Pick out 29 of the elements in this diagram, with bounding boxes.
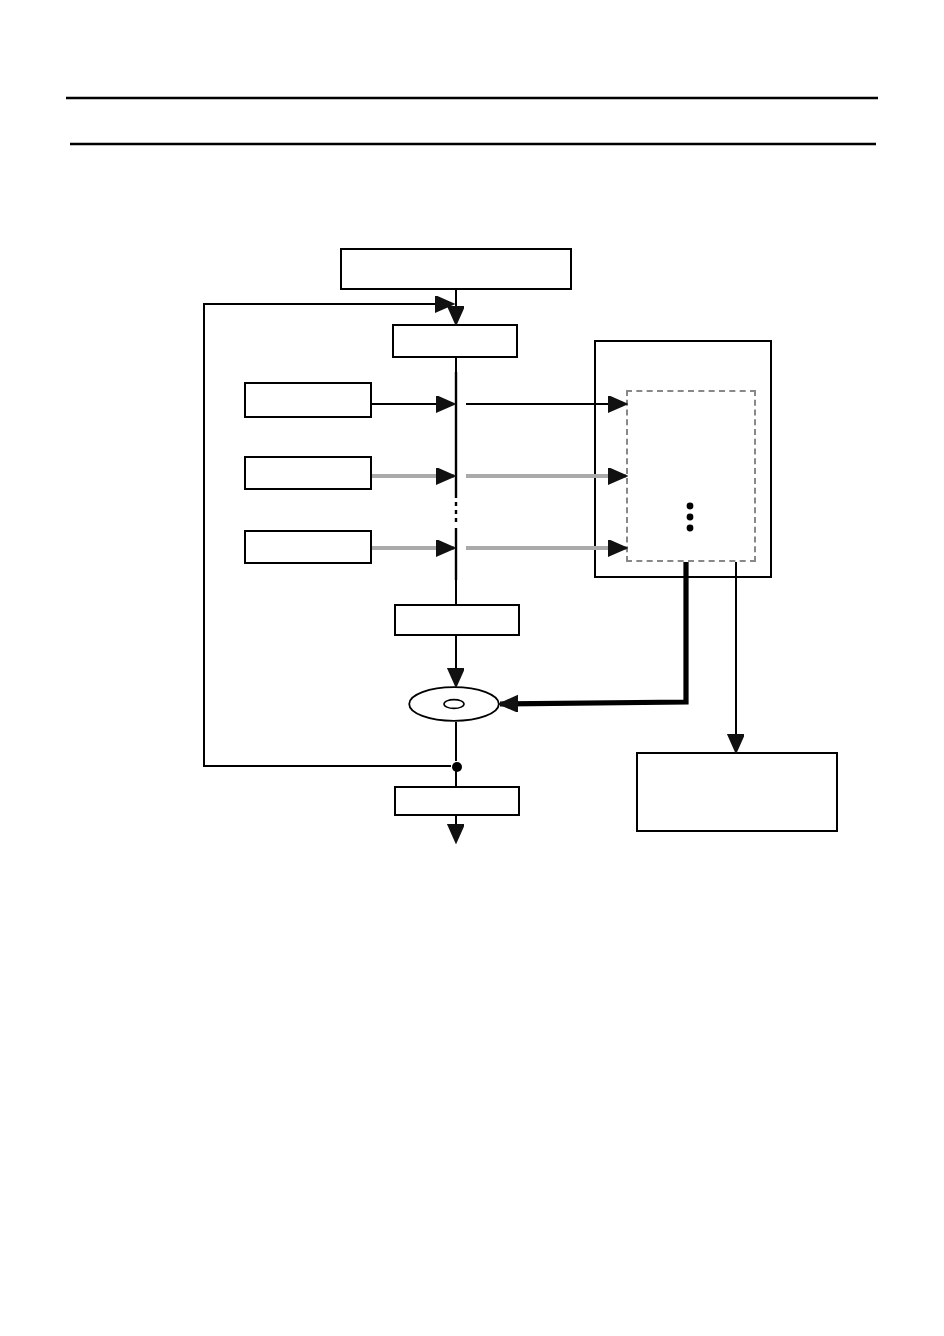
arrow [371, 395, 455, 413]
dotted-box [626, 390, 756, 562]
process-box [340, 248, 572, 290]
connector-line [455, 357, 457, 373]
container-box [594, 340, 772, 578]
arrow [466, 539, 627, 557]
input-box [244, 530, 372, 564]
arrow [447, 289, 465, 325]
arrow [372, 539, 455, 557]
junction-dot [451, 761, 461, 771]
arrow [465, 395, 627, 413]
arrow [203, 295, 454, 767]
process-box [394, 604, 520, 636]
arrow [372, 467, 455, 485]
output-box [636, 752, 838, 832]
arrow [447, 815, 465, 843]
bus-line [454, 372, 458, 580]
input-box [244, 382, 372, 418]
process-box [394, 786, 520, 816]
arrow [727, 561, 745, 753]
disc-icon [408, 686, 500, 722]
connector-line [455, 579, 457, 605]
connector-line [455, 770, 457, 787]
arrow [466, 467, 627, 485]
process-box [392, 324, 518, 358]
connector-line [455, 721, 457, 762]
input-box [244, 456, 372, 490]
arrow [499, 562, 689, 713]
arrow [447, 635, 465, 687]
